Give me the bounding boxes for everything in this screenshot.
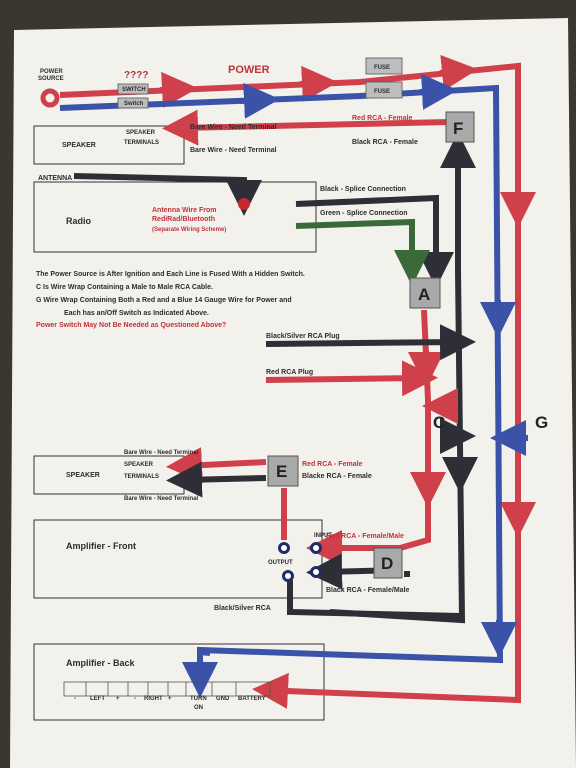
power-arrow-blue-5 xyxy=(199,649,211,656)
fuse-label-1: FUSE xyxy=(374,65,390,71)
black-splice-wire xyxy=(295,194,454,288)
connector-f[interactable] xyxy=(445,111,475,143)
antenna-wire-note-3: (Separate Wiring Scheme) xyxy=(152,227,226,233)
antenna-wire-note-1: Antenna Wire From xyxy=(152,207,217,214)
e-black-down xyxy=(287,580,461,619)
terminal-right: RIGHT xyxy=(144,696,163,702)
terminal-gnd: GND xyxy=(216,696,230,702)
power-arrow-red-1 xyxy=(159,71,198,108)
amplifier-front-label: Amplifier - Front xyxy=(66,541,136,551)
terminal-minus-1: - xyxy=(74,696,76,702)
speaker-terminals-mid-1: SPEAKER xyxy=(124,462,154,468)
red-rca-female-label: Red RCA - Female xyxy=(352,115,413,122)
speaker-top-label: SPEAKER xyxy=(62,142,96,149)
output-jack-red xyxy=(278,542,290,554)
black-rca-e-label: Blacke RCA - Female xyxy=(302,473,372,480)
terminal-on: ON xyxy=(194,705,203,711)
switch-label-1: SWITCH xyxy=(122,87,146,93)
power-arrow-red-3 xyxy=(439,54,478,91)
antenna-wire-note-2: RediRad/Bluetooth xyxy=(152,216,215,223)
connector-d[interactable] xyxy=(373,547,403,579)
red-plug-label: Red RCA Plug xyxy=(266,369,313,376)
terminal-plus-2: + xyxy=(168,696,172,702)
black-splice-label: Black - Splice Connection xyxy=(320,186,406,193)
bundle-g-label: G xyxy=(535,413,548,432)
terminal-strip-dividers xyxy=(85,682,237,696)
input-jack-red xyxy=(310,542,322,554)
output-jack-black xyxy=(282,570,294,582)
black-rca-female-label: Black RCA - Female xyxy=(352,139,418,146)
note-line-5: Power Switch May Not Be Needed as Questi… xyxy=(36,322,226,329)
connector-e-label: E xyxy=(276,462,287,481)
speaker-black-to-e xyxy=(166,461,267,498)
power-source-terminal xyxy=(40,88,60,108)
power-arrow-blue-2 xyxy=(419,73,458,110)
speaker-terminals-top-2: TERMINALS xyxy=(124,140,159,146)
terminal-minus-2: - xyxy=(134,696,136,702)
radio-label: Radio xyxy=(66,216,92,226)
note-line-3: G Wire Wrap Containing Both a Red and a … xyxy=(36,297,292,304)
fuse-label-2: FUSE xyxy=(374,89,390,95)
unknown-switch-label: ???? xyxy=(124,70,148,81)
power-arrow-red-2 xyxy=(299,65,338,102)
green-splice-label: Green - Splice Connection xyxy=(320,210,408,217)
black-silver-plug-label: Black/Silver RCA Plug xyxy=(266,333,340,340)
bare-wire-top-2: Bare Wire - Need Terminal xyxy=(190,147,277,154)
speaker-red-to-e xyxy=(166,447,267,484)
antenna-wire xyxy=(73,173,262,216)
terminal-left: LEFT xyxy=(90,696,105,702)
output-label: OUTPUT xyxy=(268,560,293,566)
black-rca-d-label: Black RCA - Female/Male xyxy=(326,587,409,594)
radio-box xyxy=(33,181,317,253)
switch-box-2[interactable] xyxy=(117,97,149,109)
red-rca-e-label: Red RCA - Female xyxy=(302,461,363,468)
bundle-c-label: C xyxy=(433,413,445,432)
power-title: POWER xyxy=(228,64,270,76)
terminal-strip xyxy=(63,681,271,697)
power-source-label-2: SOURCE xyxy=(38,76,64,82)
red-rca-d-label: Red RCA - Female/Male xyxy=(326,533,404,540)
red-rca-plug-wire xyxy=(265,360,438,397)
connector-a-label: A xyxy=(418,285,430,304)
speaker-middle-label: SPEAKER xyxy=(66,472,100,479)
speaker-terminals-mid-2: TERMINALS xyxy=(124,474,159,480)
connector-a[interactable] xyxy=(409,277,441,309)
terminal-plus-1: + xyxy=(116,696,120,702)
connector-f-label: F xyxy=(453,119,463,138)
black-silver-rca-label: Black/Silver RCA xyxy=(214,605,271,612)
switch-box-1[interactable] xyxy=(117,83,149,95)
amplifier-back-label: Amplifier - Back xyxy=(66,658,136,668)
bare-wire-middle-2: Bare Wire - Need Terminal xyxy=(124,496,199,502)
fuse-box-2[interactable] xyxy=(365,81,403,99)
note-line-1: The Power Source is After Ignition and E… xyxy=(36,271,305,278)
bare-wire-middle-1: Bare Wire - Need Terminal xyxy=(124,450,199,456)
green-splice-wire xyxy=(295,218,430,286)
black-silver-rca-plug-wire xyxy=(265,324,476,361)
terminal-battery: BATTERY xyxy=(238,696,266,702)
red-rca-female-wire xyxy=(162,109,451,146)
antenna-jack xyxy=(238,198,250,210)
antenna-label: ANTENNA xyxy=(38,175,72,182)
terminal-turn: TURN xyxy=(190,696,207,702)
bare-wire-top-1: Bare Wire - Need Terminal xyxy=(190,124,277,131)
input-label: INPUT xyxy=(314,533,332,539)
speaker-terminals-top-1: SPEAKER xyxy=(126,130,156,136)
note-line-4: Each has an/Off Switch as Indicated Abov… xyxy=(64,310,209,317)
power-source-label-1: POWER xyxy=(40,69,63,75)
note-line-2: C Is Wire Wrap Containing a Male to Male… xyxy=(36,284,213,291)
connector-e[interactable] xyxy=(267,455,299,487)
connector-d-label: D xyxy=(381,554,393,573)
amplifier-back-box xyxy=(33,643,325,721)
input-jack-black xyxy=(310,566,322,578)
power-arrow-red-6 xyxy=(252,672,291,709)
switch-label-2: Switch xyxy=(124,101,144,107)
fuse-box-1[interactable] xyxy=(365,57,403,75)
power-arrow-blue-1 xyxy=(239,82,280,119)
